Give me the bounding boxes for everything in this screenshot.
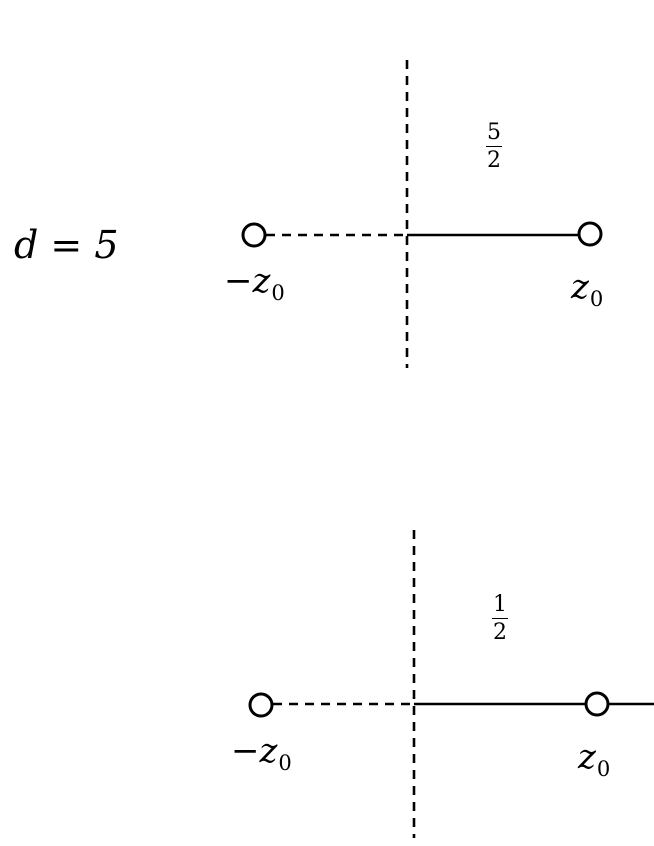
panel-2-left-point bbox=[248, 692, 274, 718]
panel-2-right-var: z bbox=[578, 737, 596, 777]
panel-2-right-point bbox=[584, 691, 610, 717]
panel-1-right-var: z bbox=[571, 267, 589, 307]
panel-1-right-point bbox=[577, 221, 603, 247]
panel-1-left-point-label: −z0 bbox=[224, 264, 285, 303]
panel-1-fraction: 5 2 bbox=[486, 122, 502, 172]
panel-2 bbox=[248, 530, 654, 838]
panel-1-left-sub: 0 bbox=[271, 280, 285, 305]
panel-1-dimension-label: d = 5 bbox=[14, 223, 119, 267]
panel-1-left-sign: − bbox=[224, 261, 253, 301]
panel-2-fraction-bar bbox=[492, 618, 508, 619]
panel-1-left-point bbox=[241, 222, 267, 248]
panel-2-left-var: z bbox=[259, 731, 278, 771]
panel-2-fraction: 1 2 bbox=[492, 594, 508, 644]
panel-1-right-sub: 0 bbox=[589, 286, 604, 311]
panel-1-right-point-label: z0 bbox=[571, 270, 603, 309]
panel-1-fraction-denominator: 2 bbox=[487, 148, 501, 173]
panel-1-fraction-bar bbox=[486, 146, 502, 147]
panel-1-left-var: z bbox=[252, 261, 271, 301]
panel-2-left-sign: − bbox=[231, 731, 260, 771]
panel-2-left-point-label: −z0 bbox=[231, 734, 292, 773]
panel-2-fraction-numerator: 1 bbox=[493, 592, 507, 617]
panel-1-fraction-numerator: 5 bbox=[487, 120, 501, 145]
panel-2-right-sub: 0 bbox=[596, 756, 611, 781]
panel-2-fraction-denominator: 2 bbox=[493, 620, 507, 645]
panel-1 bbox=[241, 60, 603, 368]
panel-2-right-point-label: z0 bbox=[578, 740, 610, 779]
panel-2-left-sub: 0 bbox=[278, 750, 292, 775]
